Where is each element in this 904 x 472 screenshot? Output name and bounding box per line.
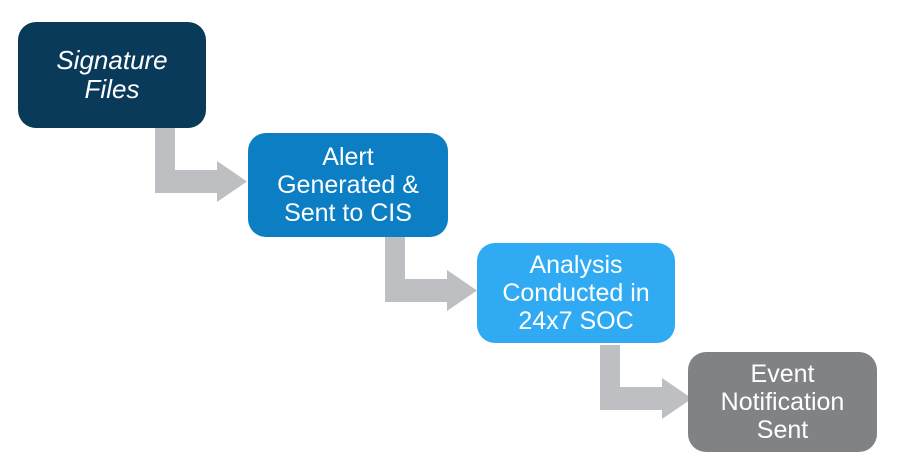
step-label-line: Analysis xyxy=(529,251,623,279)
step-label-line: Event xyxy=(750,360,815,388)
flow-step-signature-files: Signature Files xyxy=(18,22,206,128)
flow-step-event-notification: Event Notification Sent xyxy=(688,352,877,452)
elbow-arrow-icon xyxy=(385,237,477,311)
step-label-line: Conducted in xyxy=(502,279,650,307)
elbow-arrow-shape xyxy=(600,345,692,419)
step-label-line: Notification xyxy=(720,388,845,416)
step-label-line: 24x7 SOC xyxy=(518,307,634,335)
flow-step-alert-generated: Alert Generated & Sent to CIS xyxy=(248,133,448,237)
step-label-line: Sent xyxy=(756,416,809,444)
elbow-arrow-icon xyxy=(155,128,247,202)
step-label-line: Generated & xyxy=(277,171,419,199)
flow-step-analysis-conducted: Analysis Conducted in 24x7 SOC xyxy=(477,243,675,343)
elbow-arrow-shape xyxy=(385,237,477,311)
step-label-line: Sent to CIS xyxy=(284,199,412,227)
elbow-arrow-shape xyxy=(155,128,247,202)
step-label-line: Files xyxy=(84,74,140,104)
elbow-arrow-icon xyxy=(600,345,692,419)
step-label-line: Signature xyxy=(56,45,168,75)
step-label-line: Alert xyxy=(322,143,374,171)
